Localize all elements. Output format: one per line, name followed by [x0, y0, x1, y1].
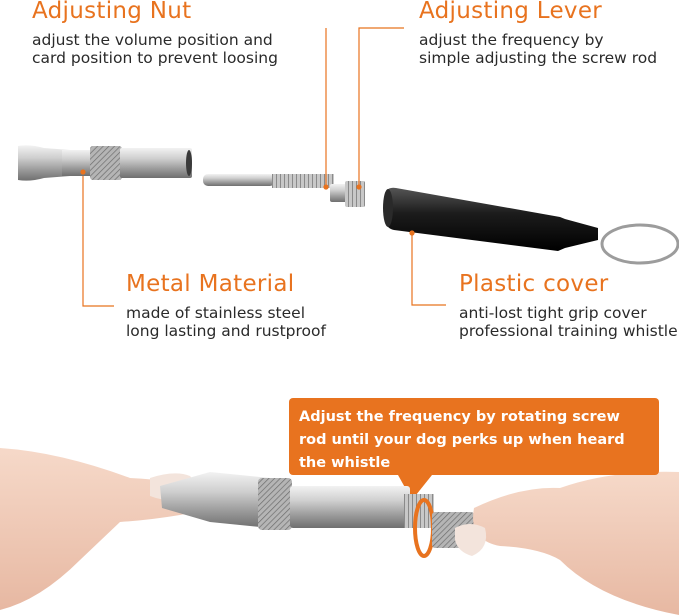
callout-text: Adjust the frequency by rotating screw r…: [299, 406, 659, 475]
callout-line: the whistle: [299, 455, 391, 471]
hands-holding-whistle: [0, 448, 679, 615]
callout-line: rod until your dog perks up when heard: [299, 432, 625, 448]
metal-whistle-body: [18, 145, 192, 181]
desc-line: card position to prevent loosing: [32, 49, 278, 67]
adjusting-nut-desc: adjust the volume position and card posi…: [32, 31, 278, 67]
desc-line: simple adjusting the screw rod: [419, 49, 658, 67]
adjusting-nut-title: Adjusting Nut: [32, 0, 192, 24]
desc-line: professional training whistle: [459, 322, 678, 340]
desc-line: long lasting and rustproof: [126, 322, 326, 340]
plastic-cover-desc: anti-lost tight grip cover professional …: [459, 304, 678, 340]
metal-material-desc: made of stainless steel long lasting and…: [126, 304, 326, 340]
desc-line: adjust the frequency by: [419, 31, 604, 49]
metal-material-title: Metal Material: [126, 271, 295, 297]
callout-box: [289, 398, 659, 475]
adjusting-lever-title: Adjusting Lever: [419, 0, 603, 24]
desc-line: anti-lost tight grip cover: [459, 304, 647, 322]
pointer-dots: [80, 169, 415, 236]
adjusting-lever-desc: adjust the frequency by simple adjusting…: [419, 31, 657, 67]
plastic-cover-title: Plastic cover: [459, 271, 609, 297]
pointer-lines: [82, 27, 446, 307]
desc-line: adjust the volume position and: [32, 31, 273, 49]
callout-line: Adjust the frequency by rotating screw: [299, 409, 620, 425]
screw-rod: [203, 174, 365, 207]
desc-line: made of stainless steel: [126, 304, 305, 322]
plastic-cover-keyring: [383, 187, 679, 265]
callout-pointer: [398, 475, 432, 500]
